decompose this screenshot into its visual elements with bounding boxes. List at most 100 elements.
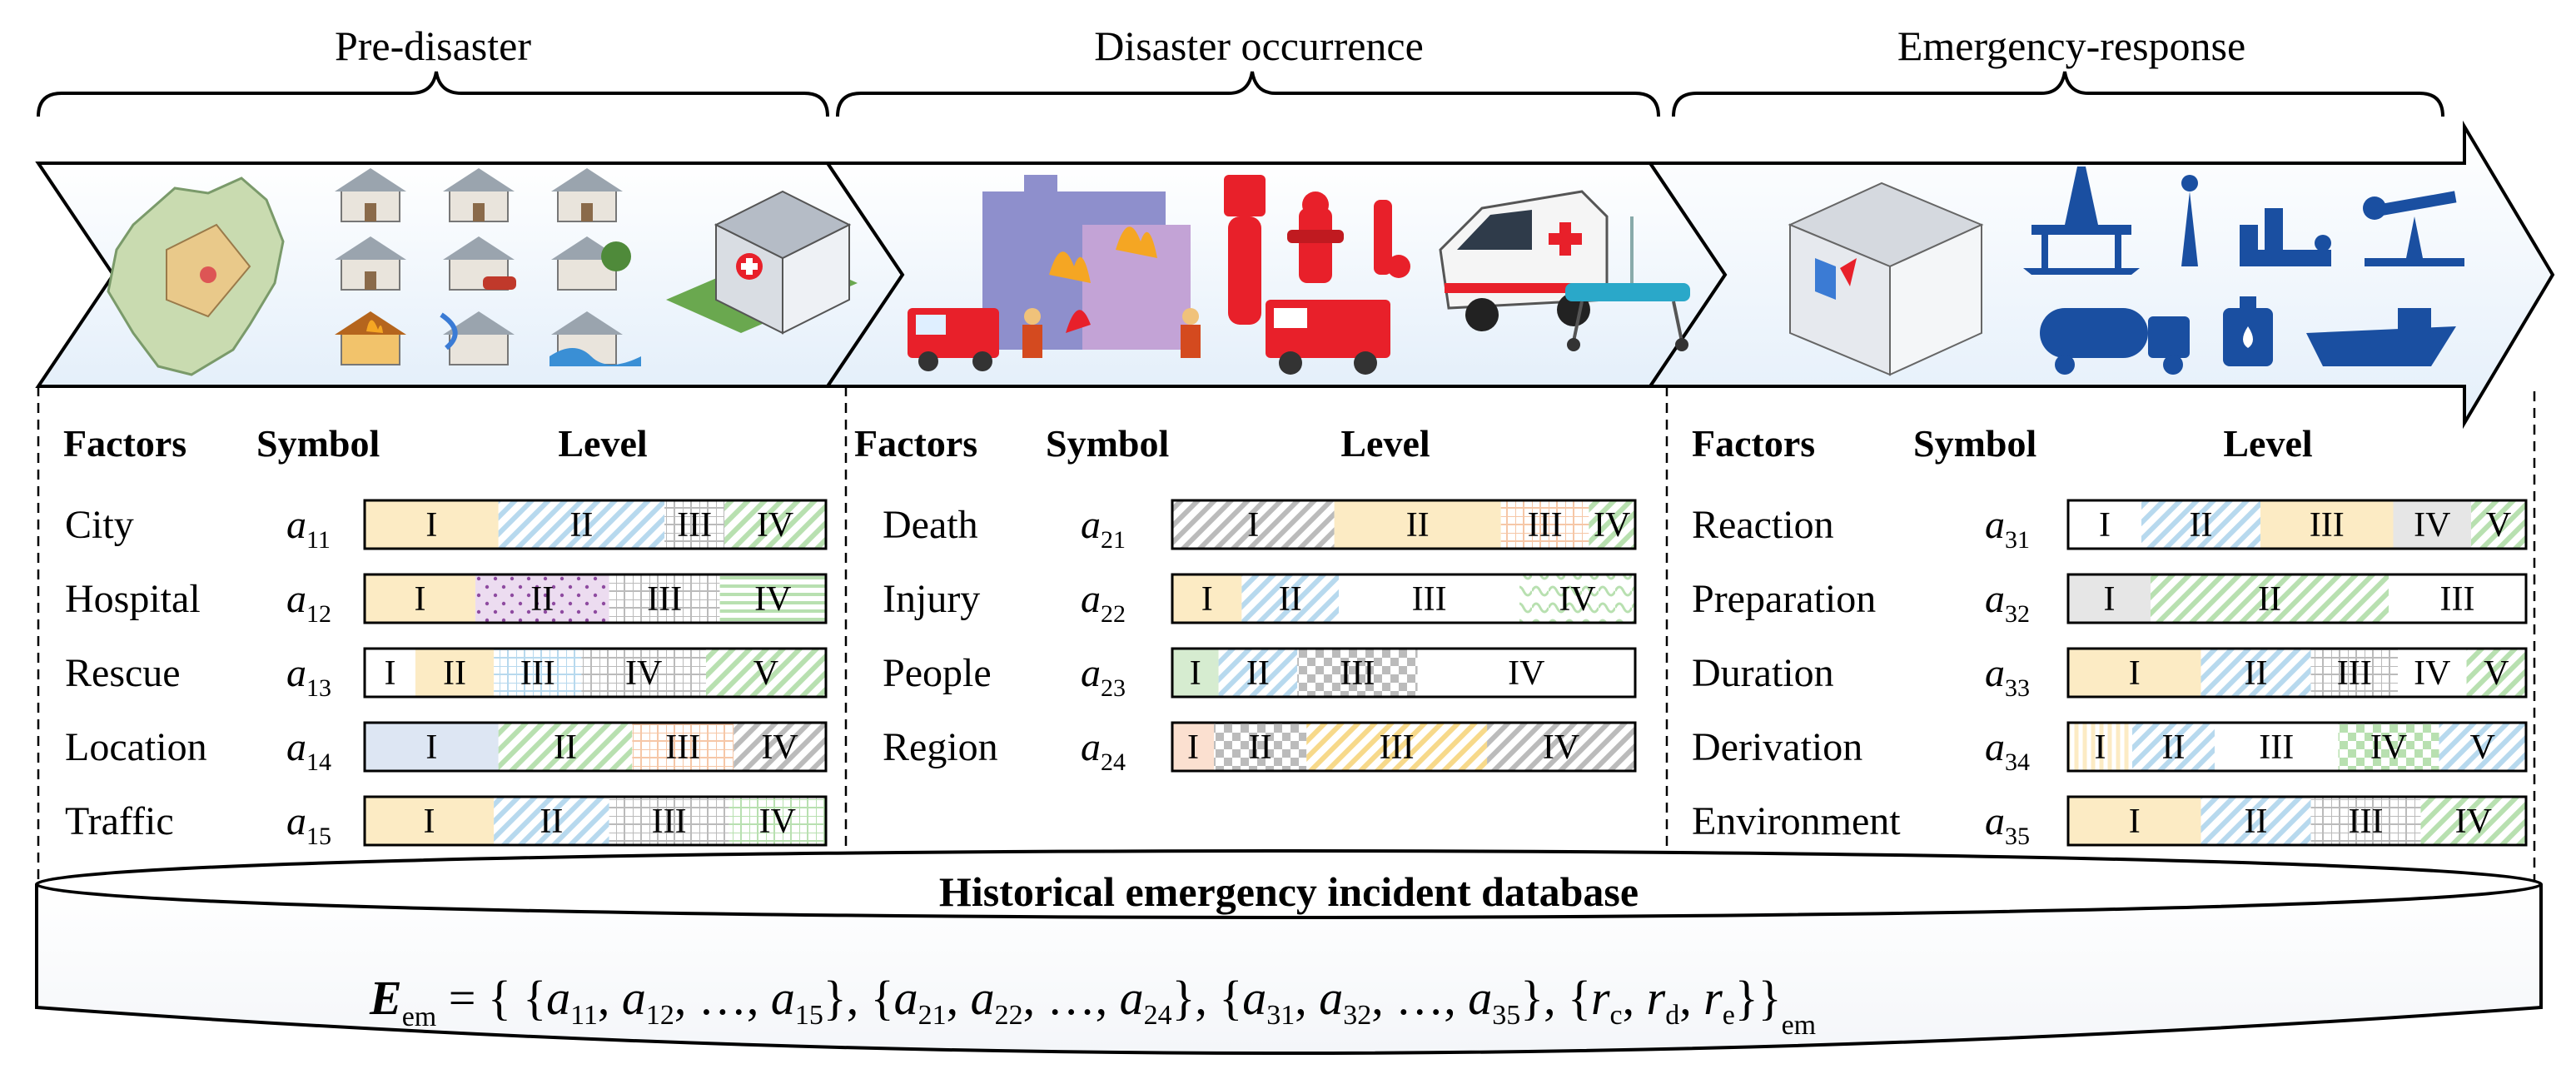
header-symbol-occurrence: Symbol (1046, 422, 1169, 465)
level-label: I (1187, 728, 1199, 767)
level-segment (498, 723, 633, 771)
level-segment (1306, 723, 1488, 771)
level-segment (1214, 723, 1307, 771)
ambulance-icon (1439, 190, 1609, 331)
level-label: III (652, 803, 687, 841)
level-label: II (443, 654, 466, 693)
level-bar-outline (1171, 573, 1637, 624)
level-segment (1487, 723, 1635, 771)
level-segment (2132, 723, 2215, 771)
factor-symbol: a11 (286, 503, 331, 554)
factor-symbol: a33 (1985, 651, 2030, 702)
level-segment (2389, 574, 2526, 623)
factor-symbol: a12 (286, 577, 331, 628)
phase-title-response: Emergency-response (1897, 22, 2245, 69)
level-segment (365, 649, 415, 697)
house-icon (335, 236, 406, 291)
factor-name: Duration (1692, 651, 1834, 695)
brace-pre (37, 71, 829, 117)
level-label: I (1247, 506, 1259, 544)
level-segment (1339, 574, 1519, 623)
level-segment (581, 649, 706, 697)
header-factors-pre: Factors (63, 422, 186, 465)
phase-braces (37, 71, 2444, 117)
level-label: I (1201, 580, 1213, 619)
fire-truck-icon (1266, 300, 1390, 375)
level-segment (1519, 574, 1635, 623)
level-segment (1218, 649, 1298, 697)
pre-disaster-illustrations (107, 168, 858, 376)
gas-flare-icon (2181, 175, 2198, 266)
house-flood-icon (550, 311, 641, 366)
stretcher-icon (1565, 216, 1690, 351)
level-label: IV (1559, 580, 1595, 619)
office-building-icon (1788, 181, 1984, 376)
level-label: I (425, 506, 437, 544)
level-segment (734, 723, 826, 771)
factor-name: Death (883, 503, 978, 547)
level-segment (1172, 574, 1242, 623)
level-segment (2439, 723, 2526, 771)
level-segment (2310, 649, 2398, 697)
factor-symbol: a32 (1985, 577, 2030, 628)
house-fire-icon (335, 311, 406, 365)
level-label: IV (1543, 728, 1579, 767)
level-label: II (1246, 654, 1270, 693)
level-segment (1417, 649, 1635, 697)
factor-symbol-subscript: 32 (2005, 600, 2030, 628)
level-segment (415, 649, 495, 697)
level-label: IV (2370, 728, 2407, 767)
level-label: I (384, 654, 395, 693)
level-label: IV (1594, 506, 1630, 544)
level-bar-outline (363, 573, 828, 624)
level-segment (2260, 500, 2394, 549)
level-segment (365, 500, 499, 549)
level-label: IV (1508, 654, 1544, 693)
factor-symbol-subscript: 15 (306, 823, 331, 850)
level-bar-outline (1171, 499, 1637, 550)
level-label: III (1340, 654, 1375, 693)
level-label: III (665, 728, 700, 767)
level-label: II (1279, 580, 1302, 619)
header-level-pre: Level (558, 422, 647, 465)
level-segment (609, 574, 720, 623)
level-label: II (1406, 506, 1430, 544)
level-label: V (2486, 506, 2511, 544)
brace-response (1672, 71, 2444, 117)
header-symbol-pre: Symbol (256, 422, 380, 465)
level-segment (664, 500, 725, 549)
level-label: II (554, 728, 577, 767)
level-segment (1241, 574, 1340, 623)
level-label: II (2190, 506, 2213, 544)
level-label: III (1528, 506, 1563, 544)
house-tree-icon (551, 236, 631, 291)
tanker-truck-icon (2040, 308, 2190, 375)
level-segment (2068, 649, 2201, 697)
level-segment (475, 574, 609, 623)
level-segment (365, 723, 499, 771)
level-label: II (1249, 728, 1272, 767)
factor-symbol-subscript: 12 (306, 600, 331, 628)
level-segment (1334, 500, 1501, 549)
factor-symbol: a13 (286, 651, 331, 702)
level-label: I (414, 580, 425, 619)
level-label: III (1380, 728, 1415, 767)
factor-symbol: a35 (1985, 799, 2030, 850)
factor-symbol-subscript: 22 (1101, 600, 1126, 628)
level-segment (494, 649, 582, 697)
level-segment (2310, 797, 2421, 845)
factor-symbol: a31 (1985, 503, 2030, 554)
level-bar-outline (363, 721, 828, 773)
level-label: II (2162, 728, 2186, 767)
level-segment (1589, 500, 1635, 549)
level-segment (719, 574, 826, 623)
level-label: IV (761, 728, 798, 767)
formula-text: Eem = { {a11, a12, …, a15}, {a21, a22, …… (369, 971, 1816, 1041)
